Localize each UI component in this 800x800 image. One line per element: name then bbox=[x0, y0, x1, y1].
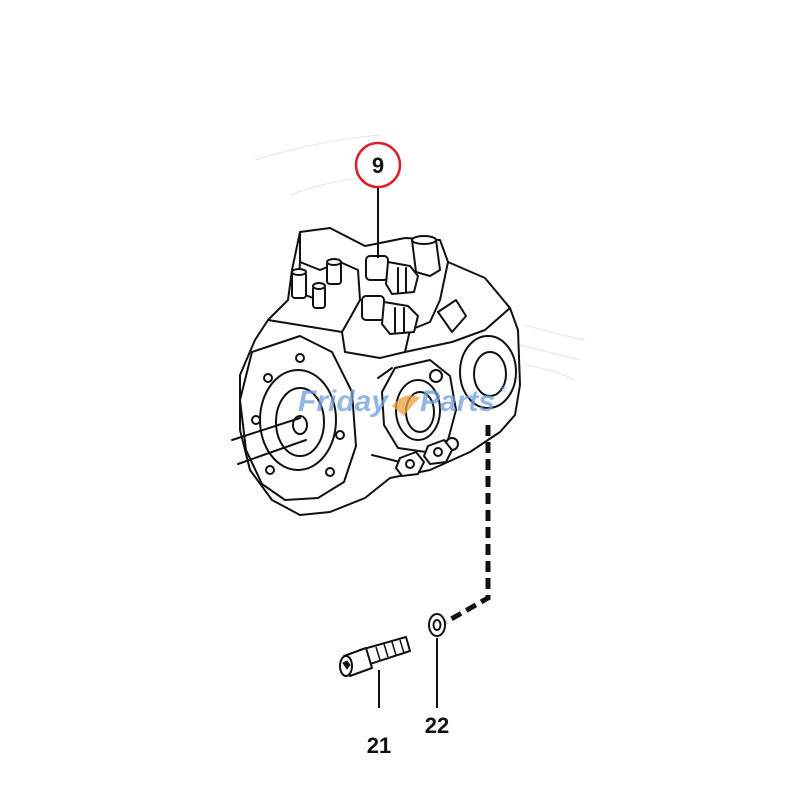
watermark-registered: ® bbox=[500, 384, 507, 394]
valve-plug-lower bbox=[361, 295, 419, 335]
hydraulic-pump-assembly bbox=[239, 227, 521, 516]
washer-part-22 bbox=[428, 613, 446, 637]
drive-shaft-lines bbox=[231, 417, 307, 465]
mounting-bolts bbox=[395, 439, 453, 477]
callout-9[interactable]: 9 bbox=[354, 141, 402, 258]
callout-22[interactable]: 22 bbox=[425, 638, 449, 738]
assembly-dashed-line bbox=[444, 425, 491, 625]
callout-22-label: 22 bbox=[425, 713, 449, 738]
side-fitting bbox=[437, 299, 467, 333]
callout-21-label: 21 bbox=[367, 733, 391, 758]
watermark-logo: Friday Parts ® bbox=[298, 384, 507, 418]
callout-9-highlight-ring bbox=[354, 141, 402, 189]
top-fitting bbox=[411, 235, 441, 277]
watermark-swoosh bbox=[392, 395, 420, 416]
callout-21[interactable]: 21 bbox=[367, 670, 391, 758]
side-port bbox=[371, 359, 459, 463]
watermark-text-right: Parts bbox=[420, 385, 495, 418]
small-studs bbox=[291, 258, 342, 309]
bolt-part-21 bbox=[339, 636, 411, 677]
background-ghost-lines bbox=[254, 134, 586, 381]
watermark-text-left: Friday bbox=[298, 385, 389, 418]
callout-9-label: 9 bbox=[372, 153, 384, 178]
